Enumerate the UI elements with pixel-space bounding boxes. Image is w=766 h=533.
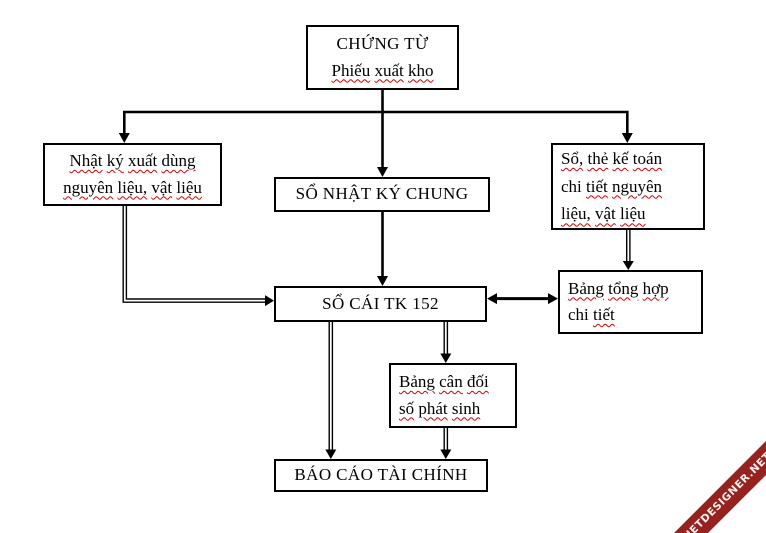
- edge-nhatky-to-socai: [122, 206, 274, 307]
- edge-sonhatky-to-socai: [377, 212, 388, 286]
- node-nhat-ky-xuat-dung: Nhật ký xuất dùng nguyên liệu, vật liệu: [43, 143, 222, 206]
- node-chung-tu-title: CHỨNG TỪ: [336, 34, 429, 54]
- node-so-nhat-ky-chung: SỔ NHẬT KÝ CHUNG: [274, 177, 490, 212]
- node-bang-tong-hop-line1: Bảng tổng hợp: [568, 278, 669, 298]
- node-nhat-ky-line2: nguyên liệu, vật liệu: [63, 177, 202, 197]
- node-so-the-line1: Sổ, thẻ kế toán: [561, 149, 663, 169]
- node-so-cai-tk-152: SỔ CÁI TK 152: [274, 286, 487, 322]
- node-nhat-ky-line1: Nhật ký xuất dùng: [69, 151, 196, 171]
- node-bang-can-doi-line2: số phát sinh: [399, 398, 481, 418]
- edge-socai-to-bangcandoi: [440, 322, 452, 363]
- node-so-the-line3: liệu, vật liệu: [561, 204, 646, 224]
- node-chung-tu-subtitle: Phiếu xuất kho: [331, 60, 434, 80]
- node-bao-cao-label: BÁO CÁO TÀI CHÍNH: [294, 465, 468, 485]
- node-bang-tong-hop-line2: chi tiết: [568, 305, 615, 324]
- node-so-cai-label: SỔ CÁI TK 152: [322, 293, 439, 313]
- node-bang-can-doi-line1: Bảng cân đối: [399, 372, 489, 392]
- node-so-the-ke-toan: Sổ, thẻ kế toán chi tiết nguyên liệu, vậ…: [551, 143, 705, 230]
- edge-chungtu-branches: [118, 90, 633, 177]
- node-bao-cao-tai-chinh: BÁO CÁO TÀI CHÍNH: [274, 459, 488, 492]
- edge-bangcandoi-to-baocao: [440, 428, 452, 459]
- edge-sothe-to-bangtonghop: [622, 230, 634, 270]
- edge-socai-bangtonghop-twoway: [487, 293, 558, 305]
- node-chung-tu: CHỨNG TỪ Phiếu xuất kho: [306, 25, 459, 90]
- edge-socai-to-baocao: [325, 322, 337, 459]
- node-so-nhat-ky-chung-label: SỔ NHẬT KÝ CHUNG: [295, 184, 469, 204]
- node-so-the-line2: chi tiết nguyên: [561, 176, 663, 196]
- node-bang-tong-hop: Bảng tổng hợp chi tiết: [558, 270, 703, 334]
- node-bang-can-doi: Bảng cân đối số phát sinh: [389, 363, 517, 428]
